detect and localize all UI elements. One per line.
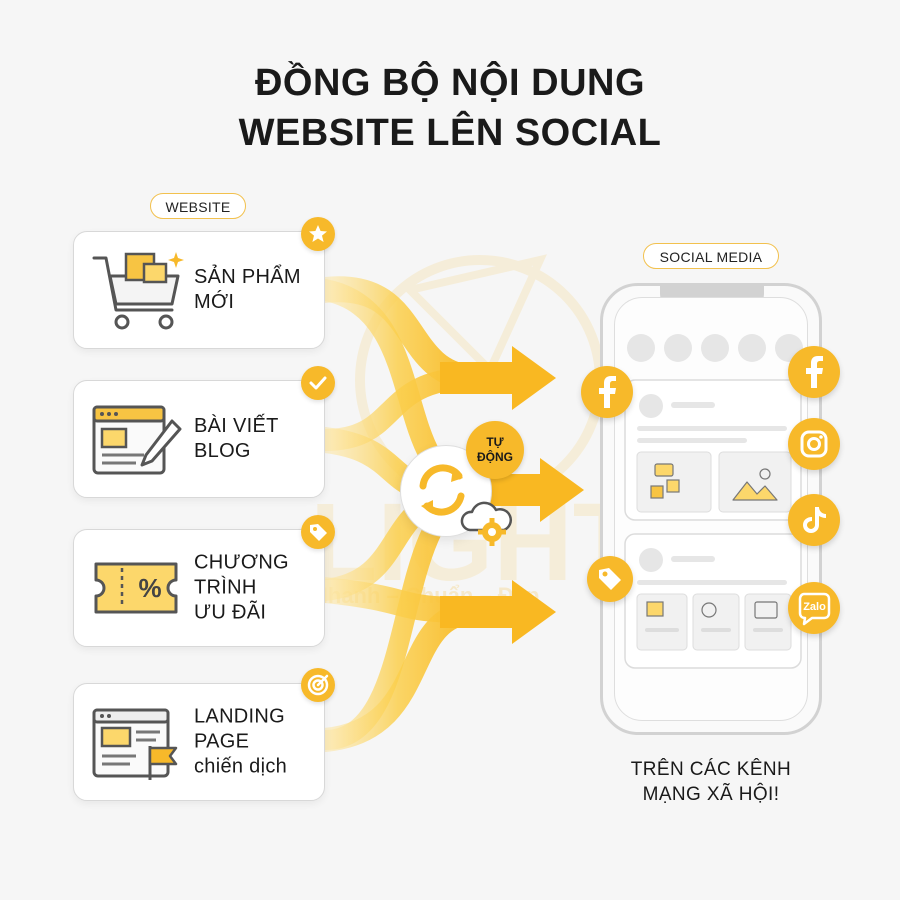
tag-icon [310, 524, 327, 541]
shopping-cart-icon [92, 252, 184, 330]
tiktok-badge [788, 494, 840, 546]
feed-mockup [624, 334, 803, 669]
facebook-badge [788, 346, 840, 398]
arrow-bottom [440, 580, 556, 644]
check-badge [301, 366, 335, 400]
landing-page-icon [92, 708, 178, 780]
svg-text:%: % [138, 573, 161, 603]
check-icon [309, 376, 327, 390]
price-tag-icon [599, 568, 621, 590]
facebook-badge-left [581, 366, 633, 418]
instagram-badge [788, 418, 840, 470]
title-line-2: WEBSITE LÊN SOCIAL [238, 112, 662, 154]
instagram-icon [800, 430, 828, 458]
zalo-badge: Zalo [788, 582, 840, 634]
facebook-icon [806, 356, 823, 388]
website-label: WEBSITE [150, 193, 246, 219]
star-badge [301, 217, 335, 251]
sync-cloud-gear-icon [419, 464, 465, 516]
social-caption: TRÊN CÁC KÊNH MẠNG XÃ HỘI! [630, 759, 792, 805]
tag-badge-left [587, 556, 633, 602]
coupon-icon: % [94, 562, 178, 614]
zalo-icon: Zalo [798, 592, 831, 626]
target-badge [301, 668, 335, 702]
star-icon [309, 225, 327, 242]
facebook-icon [599, 376, 616, 408]
tiktok-icon [803, 507, 826, 533]
phone-screen [614, 297, 808, 721]
page-title: ĐỒNG BỘ NỘI DUNG WEBSITE LÊN SOCIAL [0, 58, 900, 158]
target-icon [307, 674, 329, 696]
auto-badge: TỰ ĐỘNG [466, 421, 524, 479]
cloud-gear-icon [460, 501, 513, 546]
title-line-1: ĐỒNG BỘ NỘI DUNG [254, 62, 646, 104]
zalo-text: Zalo [803, 601, 826, 613]
arrow-top [440, 346, 556, 410]
tag-badge [301, 515, 335, 549]
social-media-label: SOCIAL MEDIA [643, 243, 779, 269]
blog-editor-icon [92, 405, 182, 475]
phone-mockup [600, 283, 822, 735]
